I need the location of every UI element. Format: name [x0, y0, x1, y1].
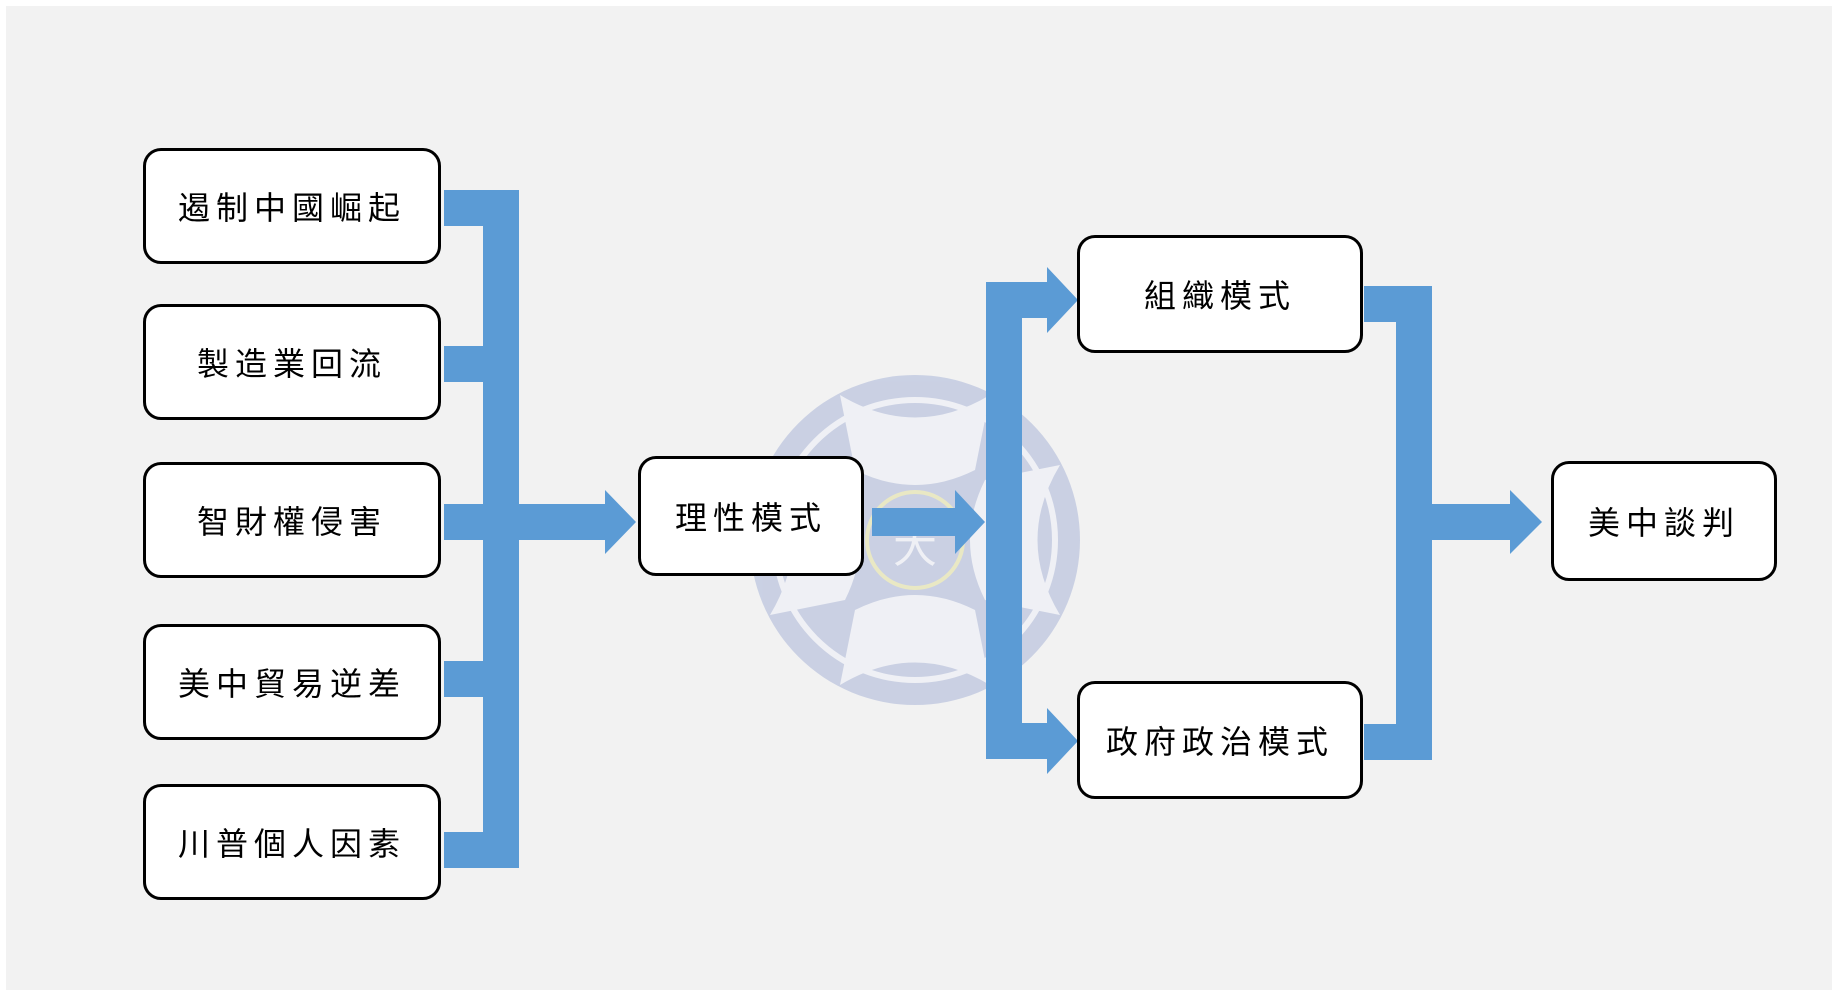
factor-box-trade-deficit: 美中貿易逆差 — [143, 624, 441, 740]
organizational-model-label: 組織模式 — [1143, 277, 1296, 315]
factor-label: 美中貿易逆差 — [177, 665, 406, 703]
organizational-model-box: 組織模式 — [1077, 235, 1363, 353]
factor-box-ip-infringement: 智財權侵害 — [143, 462, 441, 578]
model-merge-bracket — [1364, 286, 1542, 760]
factor-label: 製造業回流 — [196, 345, 387, 383]
model-split-bracket — [986, 267, 1078, 774]
government-politics-model-box: 政府政治模式 — [1077, 681, 1363, 799]
outcome-box-us-china-negotiation: 美中談判 — [1551, 461, 1777, 581]
arrow-to-rational-model — [519, 490, 636, 554]
factor-label: 智財權侵害 — [196, 503, 387, 541]
arrow-from-rational-model — [872, 490, 985, 554]
factor-box-manufacturing-reshoring: 製造業回流 — [143, 304, 441, 420]
rational-model-box: 理性模式 — [638, 456, 864, 576]
factor-bracket-bar — [483, 190, 519, 868]
factor-box-trump-personal: 川普個人因素 — [143, 784, 441, 900]
rational-model-label: 理性模式 — [674, 499, 827, 537]
factor-label: 遏制中國崛起 — [177, 189, 406, 227]
factor-connectors — [444, 190, 519, 868]
factor-label: 川普個人因素 — [177, 825, 406, 863]
government-politics-model-label: 政府政治模式 — [1105, 723, 1334, 761]
outcome-label: 美中談判 — [1587, 504, 1740, 542]
factor-box-contain-china-rise: 遏制中國崛起 — [143, 148, 441, 264]
